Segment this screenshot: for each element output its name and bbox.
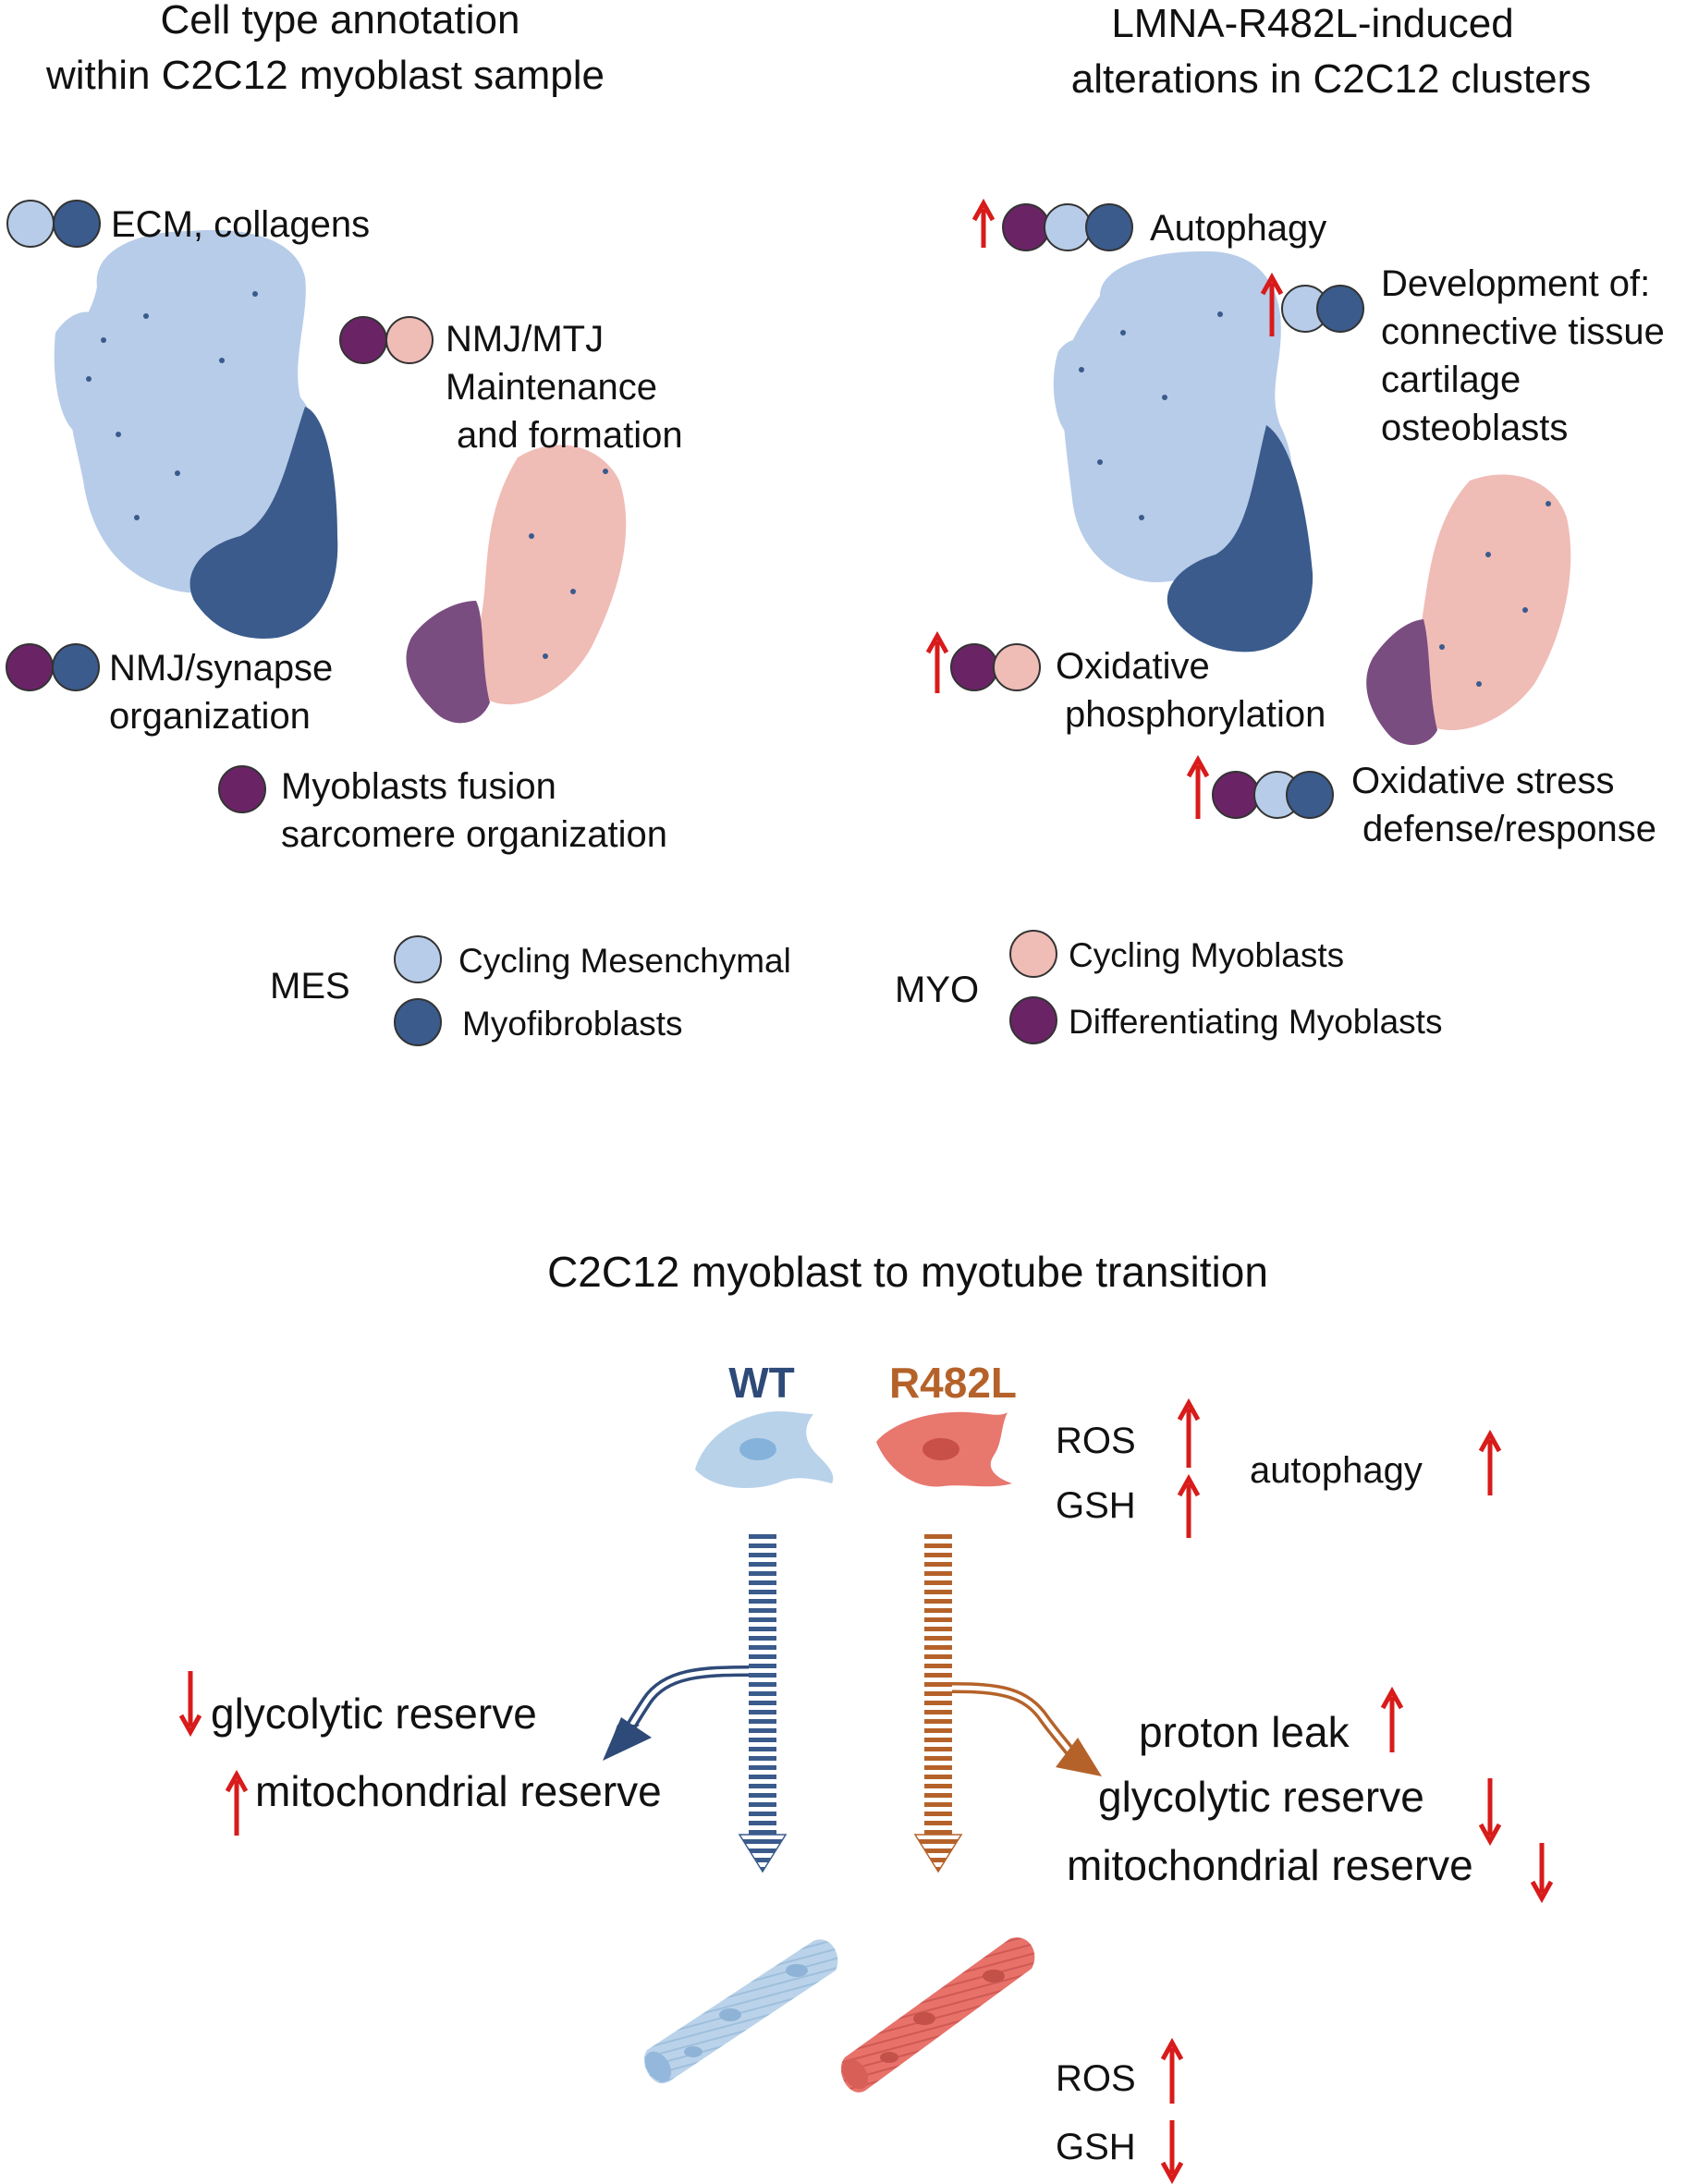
autophagy-label: autophagy: [1250, 1450, 1423, 1491]
gsh-up-arrow-icon: [1177, 1473, 1201, 1538]
ann-nmj: NMJ/MTJ Maintenance and formation: [339, 316, 683, 456]
ann-stress-line1: Oxidative stress: [1351, 761, 1615, 801]
wt-myotube: [643, 1939, 838, 2084]
r482l-transition-arrow: [913, 1530, 963, 1873]
autophagy-up-arrow-icon: [1478, 1429, 1502, 1495]
ann-synapse: NMJ/synapse organization: [6, 643, 333, 737]
r482l-myotube: [840, 1937, 1035, 2092]
left-myofibroblast-cluster: [86, 291, 338, 639]
ann-synapse-line2: organization: [109, 696, 311, 737]
mut-glycolytic-reserve: glycolytic reserve: [1098, 1773, 1424, 1821]
wt-branch-arrow: [603, 1665, 750, 1761]
ros2-up-arrow-icon: [1160, 2037, 1184, 2104]
ann-development: Development of: connective tissue cartil…: [1260, 263, 1665, 448]
ann-dev-line3: cartilage: [1381, 360, 1521, 400]
ros2-label: ROS: [1056, 2058, 1136, 2099]
right-mes-cluster-light: [1053, 250, 1293, 582]
right-umap-plot: [1053, 250, 1571, 746]
gsh-label: GSH: [1056, 1485, 1136, 1526]
mut-mito-down-arrow-icon: [1530, 1843, 1554, 1904]
mut-mitochondrial-reserve: mitochondrial reserve: [1067, 1841, 1473, 1889]
ann-nmj-line3: and formation: [457, 415, 683, 456]
right-myo-cluster-purple: [1366, 619, 1437, 746]
wt-glyco-down-arrow-icon: [178, 1671, 202, 1738]
ann-dev-line2: connective tissue: [1381, 311, 1665, 352]
r482l-myoblast-cell: [876, 1411, 1012, 1487]
wt-label: WT: [728, 1359, 795, 1407]
left-umap-plot: [54, 229, 627, 724]
ann-autophagy: Autophagy: [971, 198, 1326, 251]
mut-glyco-down-arrow-icon: [1478, 1778, 1502, 1847]
mut-proton-up-arrow-icon: [1380, 1686, 1404, 1752]
right-myo-cluster-pink: [1408, 474, 1571, 730]
ann-fusion-line2: sarcomere organization: [281, 814, 667, 855]
r482l-branch-arrow: [951, 1682, 1102, 1776]
ann-dev-line1: Development of:: [1381, 263, 1650, 304]
right-title-line1: LMNA-R482L-induced: [1111, 1, 1513, 46]
ros-up-arrow-icon: [1177, 1397, 1201, 1468]
bottom-panel: C2C12 myoblast to myotube transition WT …: [178, 1248, 1554, 2184]
right-myofibroblast-cluster: [1079, 311, 1313, 653]
legend-swatch-diff-myo: [1009, 996, 1057, 1044]
gsh2-down-arrow-icon: [1160, 2120, 1184, 2184]
ann-autophagy-text: Autophagy: [1150, 208, 1326, 249]
legend-cycling-mes: Cycling Mesenchymal: [458, 942, 791, 980]
left-title-line1: Cell type annotation: [161, 0, 520, 43]
legend-myo: MYO: [895, 970, 979, 1010]
ann-oxphos-line1: Oxidative: [1056, 646, 1210, 687]
mut-proton-leak: proton leak: [1139, 1708, 1350, 1756]
left-myo-cluster-purple: [406, 601, 490, 724]
wt-mito-up-arrow-icon: [225, 1769, 249, 1836]
ann-oxphos-line2: phosphorylation: [1065, 694, 1326, 735]
ann-stress-line2: defense/response: [1362, 809, 1656, 849]
ann-ecm: ECM, collagens: [6, 200, 370, 248]
legend-myofib: Myofibroblasts: [462, 1005, 683, 1043]
ros-label: ROS: [1056, 1421, 1136, 1461]
ann-fusion: Myoblasts fusion sarcomere organization: [218, 765, 667, 855]
ann-synapse-line1: NMJ/synapse: [109, 648, 333, 689]
bottom-title: C2C12 myoblast to myotube transition: [547, 1248, 1268, 1296]
left-mes-cluster-light: [54, 229, 324, 593]
left-panel: Cell type annotation within C2C12 myobla…: [6, 0, 683, 855]
ann-fusion-line1: Myoblasts fusion: [281, 766, 556, 807]
right-title-line2: alterations in C2C12 clusters: [1071, 56, 1591, 102]
left-myo-cluster-pink: [471, 445, 627, 705]
legend-diff-myo: Differentiating Myoblasts: [1069, 1003, 1442, 1041]
right-panel: LMNA-R482L-induced alterations in C2C12 …: [925, 1, 1665, 849]
legend-swatch-myofib: [394, 998, 442, 1046]
r482l-label: R482L: [889, 1359, 1017, 1407]
legend-swatch-cycling-myo: [1009, 930, 1057, 978]
gsh2-label: GSH: [1056, 2127, 1136, 2167]
wt-mitochondrial-reserve: mitochondrial reserve: [255, 1767, 662, 1815]
wt-myoblast-cell: [695, 1411, 834, 1488]
ann-oxidative-stress: Oxidative stress defense/response: [1186, 754, 1656, 849]
ann-oxphos: Oxidative phosphorylation: [925, 630, 1326, 735]
legend: MES Cycling Mesenchymal Myofibroblasts M…: [270, 930, 1442, 1046]
ann-dev-line4: osteoblasts: [1381, 408, 1568, 448]
legend-swatch-cycling-mes: [394, 935, 442, 983]
wt-transition-arrow: [738, 1530, 788, 1873]
legend-mes: MES: [270, 966, 350, 1007]
ann-nmj-line1: NMJ/MTJ: [446, 319, 604, 360]
left-title-line2: within C2C12 myoblast sample: [45, 53, 605, 98]
wt-glycolytic-reserve: glycolytic reserve: [211, 1690, 537, 1738]
ann-ecm-text: ECM, collagens: [111, 204, 370, 245]
ann-nmj-line2: Maintenance: [446, 367, 657, 408]
legend-cycling-myo: Cycling Myoblasts: [1069, 936, 1344, 974]
